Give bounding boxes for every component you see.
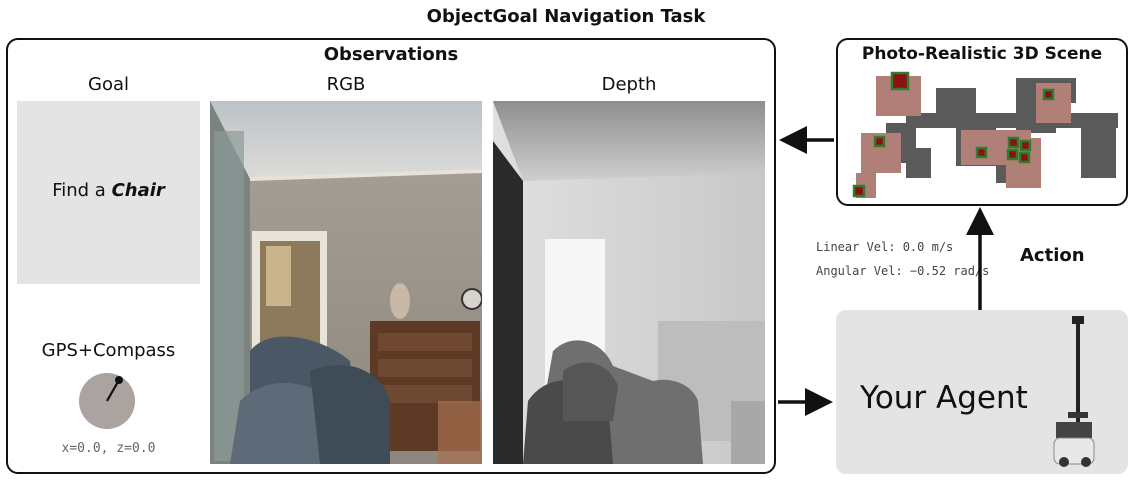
gps-coordinates: x=0.0, z=0.0	[61, 441, 156, 456]
goal-label: Goal	[88, 74, 129, 95]
compass-icon	[79, 373, 135, 429]
goal-panel	[17, 101, 200, 284]
agent-label: Your Agent	[860, 380, 1028, 416]
scene-panel	[836, 38, 1128, 206]
gps-compass-label: GPS+Compass	[41, 340, 176, 361]
rgb-image	[210, 101, 482, 464]
depth-image	[493, 101, 765, 464]
scene-title: Photo-Realistic 3D Scene	[861, 44, 1103, 64]
goal-text: Find a Chair	[52, 180, 165, 201]
observations-title: Observations	[323, 44, 459, 65]
depth-label: Depth	[601, 74, 657, 95]
robot-icon	[1053, 316, 1095, 467]
linear-velocity: Linear Vel: 0.0 m/s	[816, 240, 954, 254]
observations-panel	[6, 38, 776, 474]
diagram-title: ObjectGoal Navigation Task	[426, 6, 706, 27]
goal-object: Chair	[111, 180, 165, 201]
rgb-label: RGB	[326, 74, 366, 95]
scene-map	[846, 68, 1121, 206]
action-label: Action	[1020, 245, 1085, 266]
angular-velocity: Angular Vel: −0.52 rad/s	[816, 264, 990, 278]
